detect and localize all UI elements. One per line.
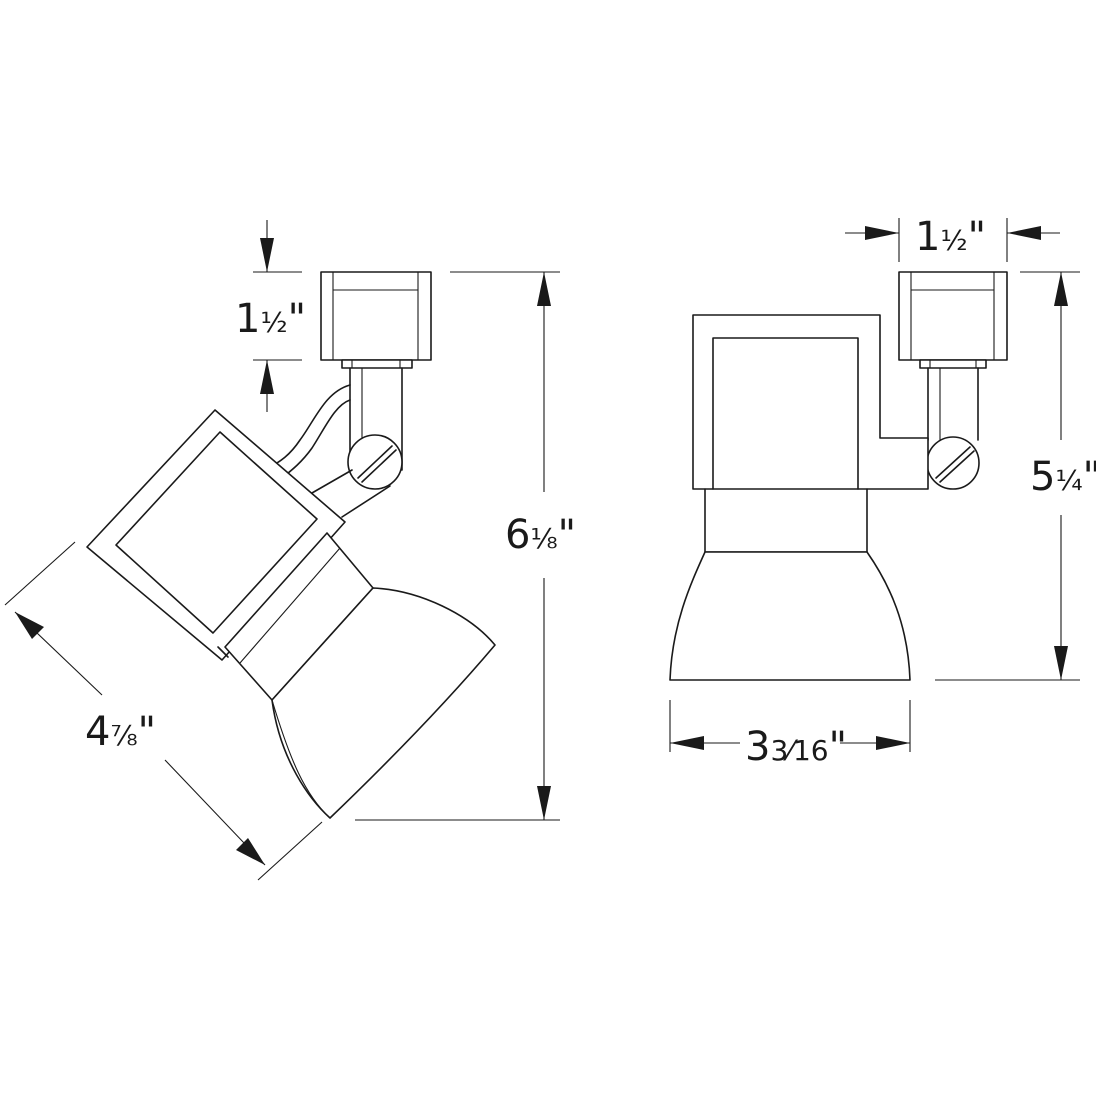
front-adapter-width-whole: 1 <box>915 214 940 260</box>
side-overall-height-frac: ⅛ <box>530 522 557 555</box>
svg-text:1½": 1½" <box>915 214 986 260</box>
arrow-left-icon <box>670 736 704 750</box>
svg-text:6⅛": 6⅛" <box>505 512 576 558</box>
arrow-up-icon <box>260 360 274 394</box>
svg-text:5¼": 5¼" <box>1030 454 1096 500</box>
front-adapter-width-unit: " <box>968 214 986 260</box>
front-view-fixture <box>669 271 1008 681</box>
front-head-width-frac: 3⁄16 <box>770 734 828 767</box>
front-overall-height-dimension: 5¼" <box>935 271 1096 681</box>
side-overall-height-unit: " <box>558 512 576 558</box>
side-adapter-height-unit: " <box>288 296 306 342</box>
front-head-width-dimension: 33⁄16" <box>669 700 911 770</box>
arrow-down-icon <box>537 786 551 820</box>
arrow-down-icon <box>1054 646 1068 680</box>
side-head-length-unit: " <box>138 709 156 755</box>
front-head-width-unit: " <box>829 724 847 770</box>
side-head-length-whole: 4 <box>85 709 110 755</box>
front-overall-height-frac: ¼ <box>1055 464 1082 497</box>
side-overall-height-whole: 6 <box>505 512 530 558</box>
side-adapter-height-whole: 1 <box>235 296 260 342</box>
arrow-up-icon <box>537 272 551 306</box>
side-view-fixture <box>86 271 496 819</box>
side-head-length-dimension: 4⅞" <box>4 541 323 881</box>
svg-text:33⁄16": 33⁄16" <box>745 724 847 770</box>
front-adapter-width-dimension: 1½" <box>845 214 1060 262</box>
arrow-left-icon <box>1007 226 1041 240</box>
front-overall-height-unit: " <box>1083 454 1096 500</box>
side-head-length-frac: ⅞ <box>110 719 137 752</box>
side-adapter-height-dimension: 1½" <box>235 220 306 412</box>
arrow-down-right-icon <box>236 838 265 865</box>
front-overall-height-whole: 5 <box>1030 454 1055 500</box>
front-head-width-whole: 3 <box>745 724 770 770</box>
side-overall-height-dimension: 6⅛" <box>355 271 576 821</box>
arrow-up-left-icon <box>15 612 44 639</box>
arrow-up-icon <box>1054 272 1068 306</box>
arrow-down-icon <box>260 238 274 272</box>
side-adapter-height-frac: ½ <box>260 306 287 339</box>
svg-text:1½": 1½" <box>235 296 306 342</box>
arrow-right-icon <box>876 736 910 750</box>
front-adapter-width-frac: ½ <box>940 224 967 257</box>
arrow-right-icon <box>865 226 899 240</box>
svg-text:4⅞": 4⅞" <box>85 709 156 755</box>
